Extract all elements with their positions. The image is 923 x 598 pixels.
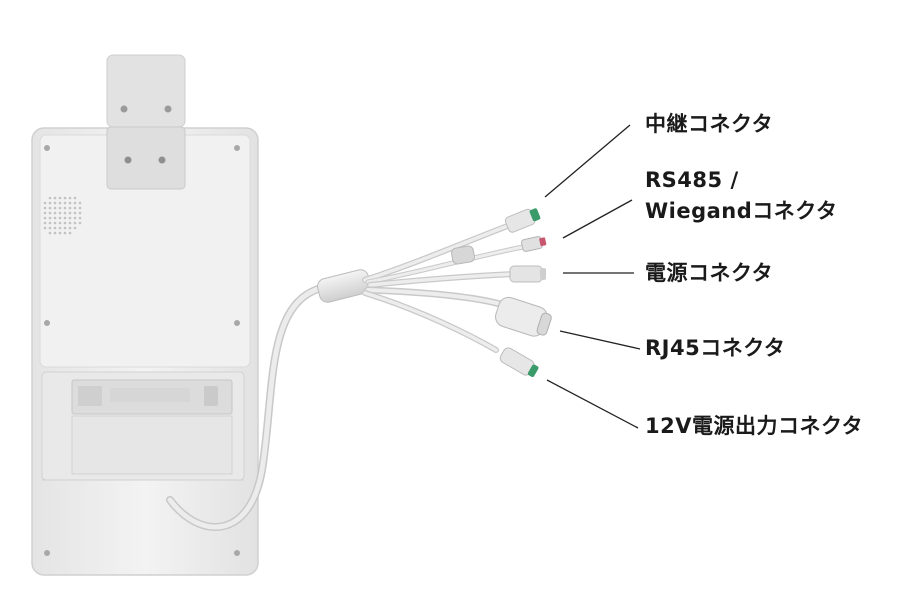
speaker-grille-icon xyxy=(43,196,82,235)
leader-12v xyxy=(546,379,639,429)
connector-12v xyxy=(499,347,539,377)
leader-rs485 xyxy=(562,199,633,239)
bracket-screw-icon xyxy=(120,105,128,113)
label-relay-connector: 中継コネクタ xyxy=(645,112,774,136)
leader-rj45 xyxy=(559,330,641,350)
label-12v-output-connector: 12V電源出力コネクタ xyxy=(645,414,864,438)
body-screw-icon xyxy=(234,550,240,556)
body-screw-icon xyxy=(44,550,50,556)
main-cable xyxy=(166,283,329,532)
leader-relay xyxy=(544,124,631,198)
branch-cables xyxy=(362,219,531,353)
bracket-screw-icon xyxy=(164,105,172,113)
label-rj45-connector: RJ45コネクタ xyxy=(645,336,786,360)
body-screw-icon xyxy=(234,320,240,326)
label-rs485-line1: RS485 / xyxy=(645,168,739,192)
cable-hub xyxy=(317,269,371,303)
label-rs485-line2: Wiegandコネクタ xyxy=(645,199,838,223)
mount-plate xyxy=(106,126,186,190)
connector-power xyxy=(509,265,546,283)
connector-rj45 xyxy=(495,296,552,337)
label-power-connector: 電源コネクタ xyxy=(645,261,774,285)
device-back-panel xyxy=(31,54,259,576)
leader-lines xyxy=(544,124,641,429)
body-screw-icon xyxy=(44,145,50,151)
mount-bracket xyxy=(106,54,186,128)
connector-relay xyxy=(504,208,541,233)
plate-screw-icon xyxy=(158,156,166,164)
body-screw-icon xyxy=(234,145,240,151)
plate-screw-icon xyxy=(124,156,132,164)
ferrite-block xyxy=(451,245,475,265)
body-screw-icon xyxy=(44,320,50,326)
connector-rs485 xyxy=(521,236,547,252)
